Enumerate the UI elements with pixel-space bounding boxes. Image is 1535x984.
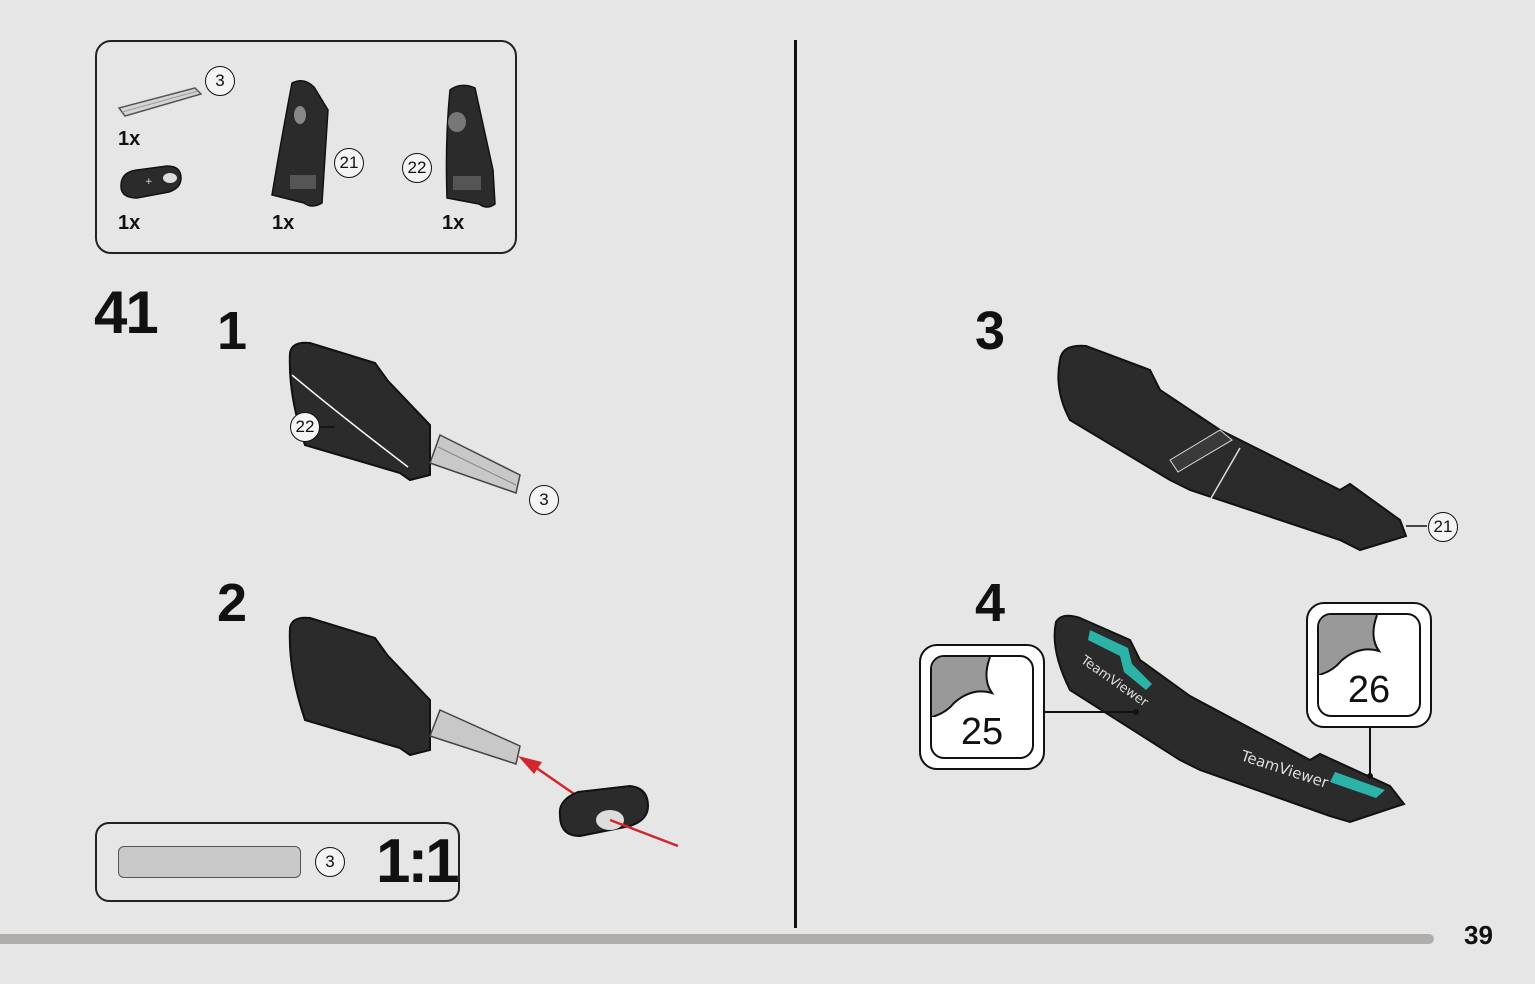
part-quantity: 1x	[442, 212, 465, 234]
scale-callout: 3	[315, 847, 345, 877]
part-callout-21: 21	[334, 148, 364, 178]
svg-text:+: +	[145, 177, 153, 187]
axle-scale-image	[118, 846, 301, 878]
part-quantity: 1x	[272, 212, 295, 234]
page-progress-bar	[0, 934, 1434, 944]
page-number: 39	[1464, 920, 1493, 950]
substep-number: 1	[217, 301, 248, 361]
part-callout-3: 3	[205, 66, 235, 96]
sticker-25-callout: 25	[919, 644, 1045, 770]
scale-ratio: 1:1	[376, 827, 460, 896]
sticker-number: 26	[1347, 669, 1391, 711]
sticker-peel-icon	[1319, 615, 1382, 675]
substep-number: 2	[217, 573, 248, 633]
substep-2-assembly-image	[288, 616, 679, 848]
assembly-callout-22: 22	[290, 412, 320, 442]
connector-part-icon: +	[120, 165, 182, 199]
part-callout-22: 22	[402, 153, 432, 183]
substep-4-assembly-image: TeamViewer TeamViewer	[1044, 614, 1406, 824]
part-quantity: 1x	[118, 212, 141, 234]
step-number: 41	[94, 279, 159, 346]
wing-part-22-icon	[445, 84, 496, 208]
wing-part-21-icon	[271, 80, 329, 207]
sticker-26-callout: 26	[1306, 602, 1432, 728]
substep-3-assembly-image	[1057, 344, 1427, 552]
assembly-callout-3: 3	[529, 485, 559, 515]
axle-part-icon	[117, 87, 203, 117]
substep-number: 3	[975, 301, 1006, 361]
substep-number: 4	[975, 573, 1006, 633]
sticker-peel-icon	[932, 657, 995, 717]
substep-1-assembly-image	[288, 341, 521, 494]
assembly-callout-21: 21	[1428, 512, 1458, 542]
part-quantity: 1x	[118, 128, 141, 150]
sticker-number: 25	[960, 711, 1004, 753]
page-divider	[794, 40, 797, 928]
